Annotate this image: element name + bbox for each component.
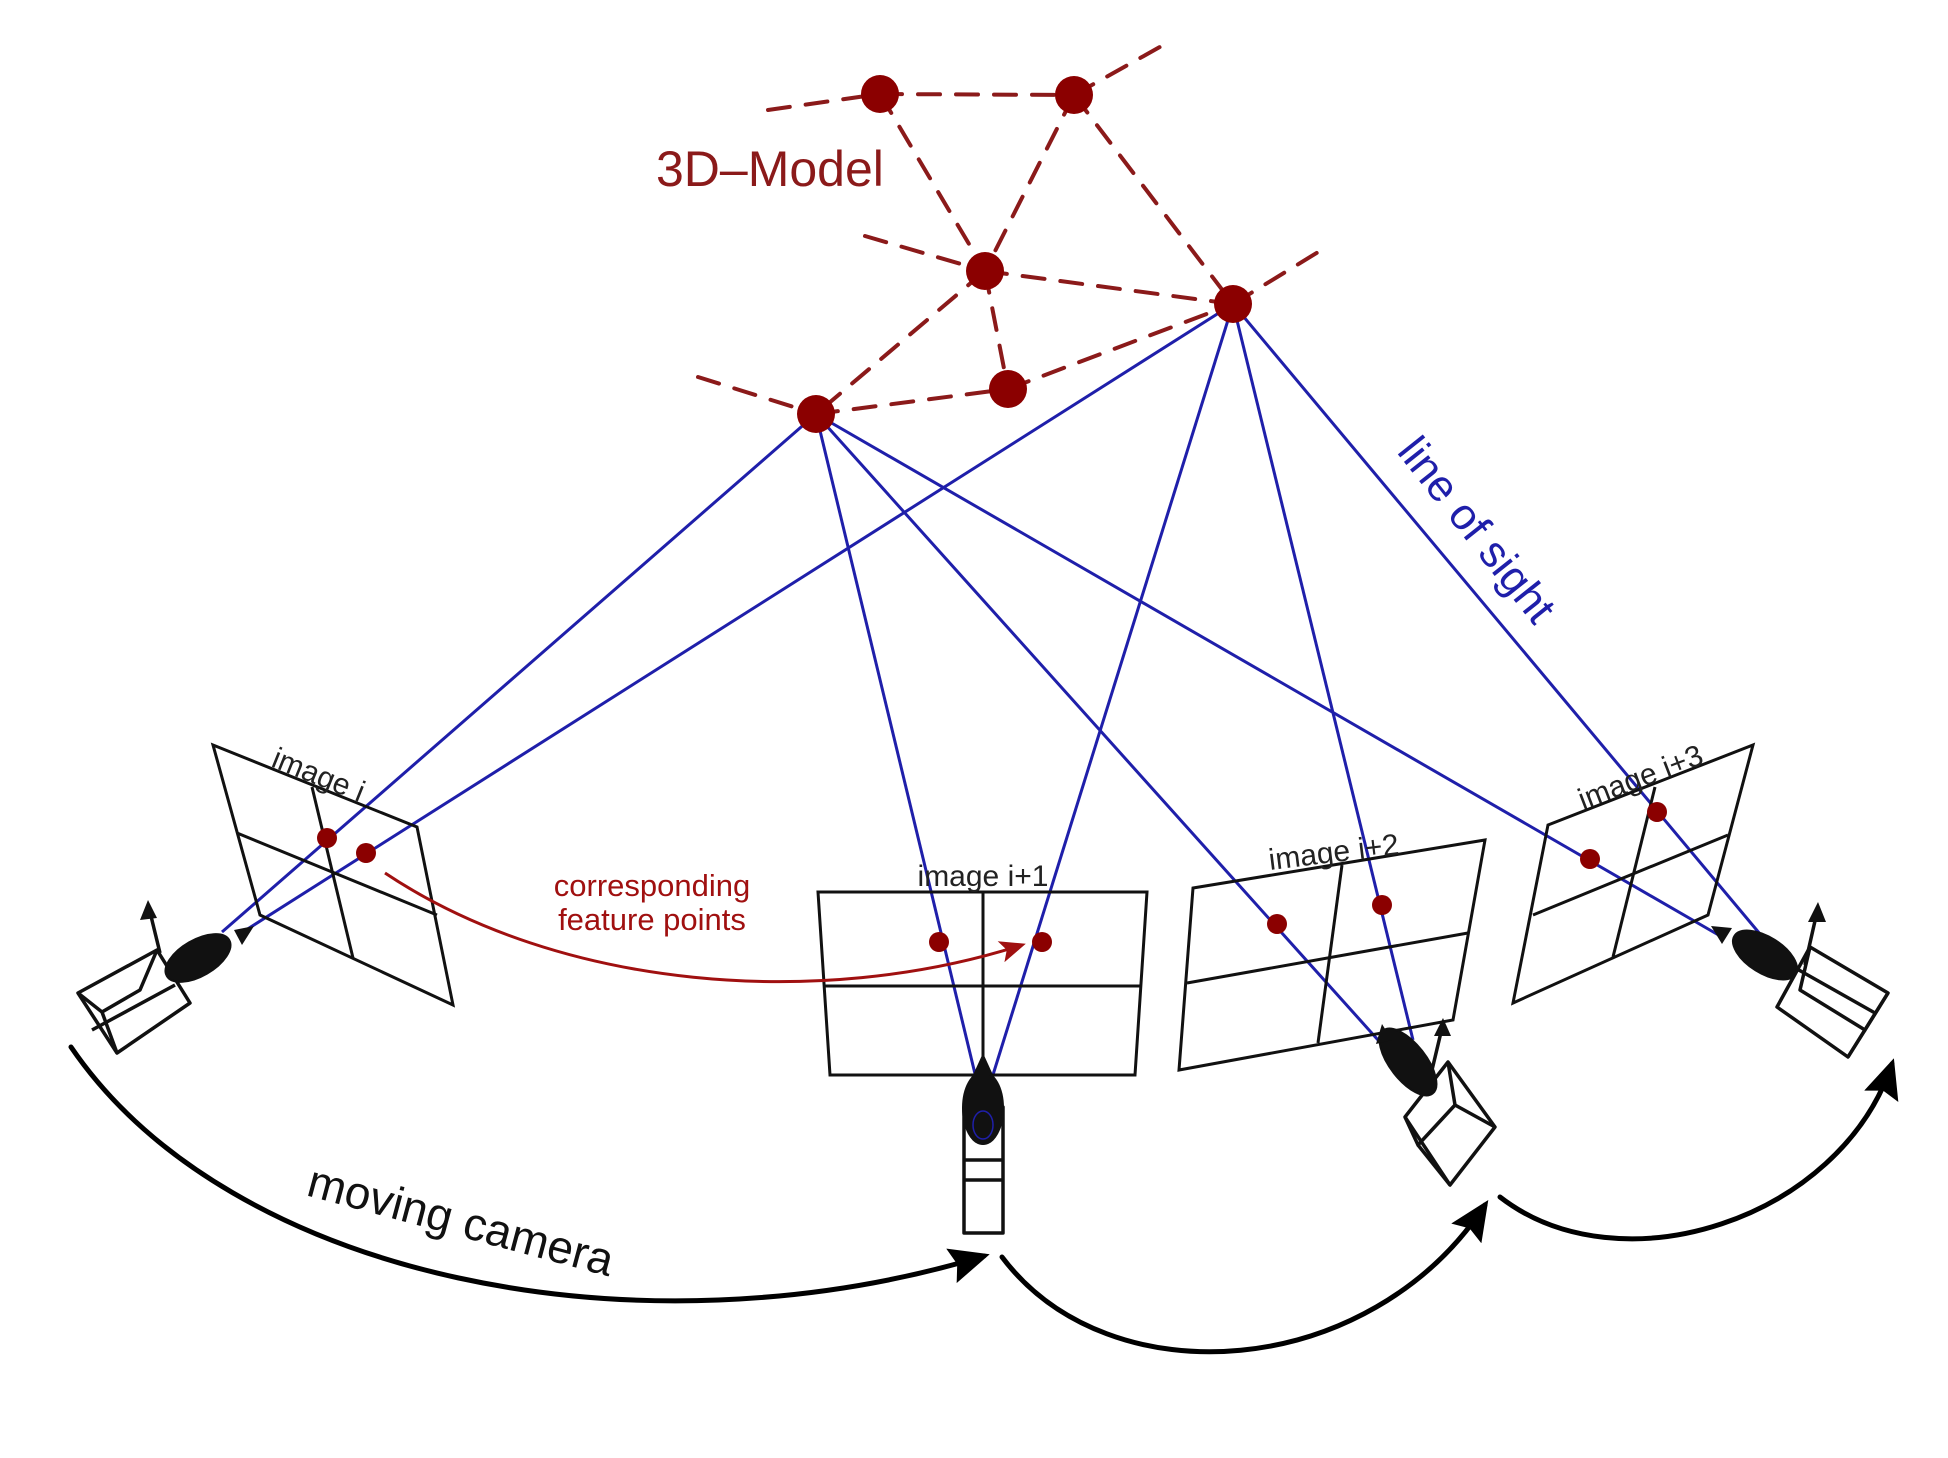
image-grid-line (1316, 864, 1344, 1044)
motion-arrow-3 (1497, 1058, 1899, 1242)
feature-point (356, 843, 376, 863)
camera-body-edge (1846, 1029, 1867, 1058)
camera-up-arrow (140, 900, 157, 920)
image-plane-0 (210, 742, 456, 1008)
model-label: 3D–Model (656, 141, 884, 197)
camera-body-edge (1789, 963, 1876, 1015)
cameras (76, 900, 1890, 1235)
image-label-i: image i (267, 742, 369, 809)
line-of-sight (815, 412, 1723, 939)
feature-point (1647, 802, 1667, 822)
model-edge (983, 269, 1235, 306)
model-edge (878, 92, 987, 273)
image-label-i-plus-2: image i+2 (1267, 828, 1401, 877)
camera-body-edge (1416, 1143, 1452, 1187)
camera-up-arrow (1434, 1018, 1451, 1036)
correspondence-label-line1: corresponding (554, 868, 750, 903)
camera-forward-arrow (973, 1053, 993, 1075)
camera-lens (164, 933, 232, 983)
line-of-sight (1231, 303, 1415, 1041)
motion-arrow-1 (68, 1044, 990, 1304)
model-edge (983, 269, 1010, 391)
model-edge (814, 269, 987, 416)
image-label-i-plus-1: image i+1 (918, 860, 1049, 893)
correspondence-label-line2: feature points (558, 902, 746, 937)
camera-lens (962, 1071, 1004, 1145)
model-edge (863, 234, 987, 273)
camera-body-edge (100, 1011, 119, 1054)
feature-points (317, 802, 1667, 952)
camera-body-edge (1798, 946, 1890, 1032)
model-edge (1006, 302, 1235, 391)
image-frame (1510, 742, 1756, 1006)
line-of-sight (245, 302, 1234, 932)
feature-point (1267, 914, 1287, 934)
model-edge (1072, 93, 1235, 306)
camera-body-edge (76, 949, 159, 1014)
camera-lens-highlight (972, 1110, 994, 1140)
model-point (797, 395, 835, 433)
camera-body-edge (1454, 1103, 1496, 1129)
line-of-sight (814, 413, 978, 1079)
image-label-i-plus-3: image i+3 (1574, 739, 1708, 817)
camera-i-plus-3 (1711, 902, 1890, 1059)
camera-i-plus-1 (962, 1053, 1005, 1235)
model-edges (696, 41, 1330, 416)
image-frame (1177, 838, 1487, 1072)
feature-point (317, 828, 337, 848)
camera-body (76, 948, 192, 1055)
camera-lens (1732, 929, 1798, 981)
image-grid-line (1532, 833, 1729, 917)
camera-body-edge (1403, 1061, 1457, 1147)
line-of-sight (1231, 303, 1762, 935)
model-edge (696, 375, 818, 416)
feature-point (1580, 849, 1600, 869)
model-edge (878, 92, 1076, 97)
camera-forward-arrow (234, 926, 254, 945)
camera-body-edge (91, 983, 176, 1032)
camera-up-arrow (1808, 902, 1826, 922)
camera-i (76, 900, 254, 1055)
model-point (989, 370, 1027, 408)
image-plane-2 (1177, 838, 1487, 1072)
moving-camera-label: moving camera (302, 1154, 620, 1286)
camera-forward-arrow (1711, 926, 1732, 944)
model-point (1214, 285, 1252, 323)
model-point (1055, 76, 1093, 114)
motion-arrow-2 (999, 1199, 1489, 1355)
image-grid-line (1186, 931, 1469, 985)
camera-up-axis (148, 911, 162, 954)
model-edge (814, 387, 1010, 416)
model-edge (983, 93, 1076, 273)
correspondence-arrow (384, 871, 1026, 984)
line-of-sight (221, 412, 817, 934)
feature-point (929, 932, 949, 952)
feature-point (1372, 895, 1392, 915)
image-grid-line (236, 831, 438, 917)
model-point (966, 252, 1004, 290)
image-planes (210, 742, 1756, 1077)
line-of-sight-label: line of sight (1388, 428, 1565, 633)
image-frame (816, 890, 1149, 1077)
model-point (861, 75, 899, 113)
line-of-sight (814, 412, 1380, 1042)
camera-i-plus-2 (1376, 1018, 1497, 1187)
sight-lines (221, 302, 1762, 1079)
feature-point (1032, 932, 1052, 952)
image-plane-1 (816, 890, 1149, 1077)
image-frame (210, 742, 456, 1008)
model-points (797, 75, 1252, 433)
camera-forward-arrow (1376, 1024, 1392, 1044)
line-of-sight (990, 303, 1235, 1079)
